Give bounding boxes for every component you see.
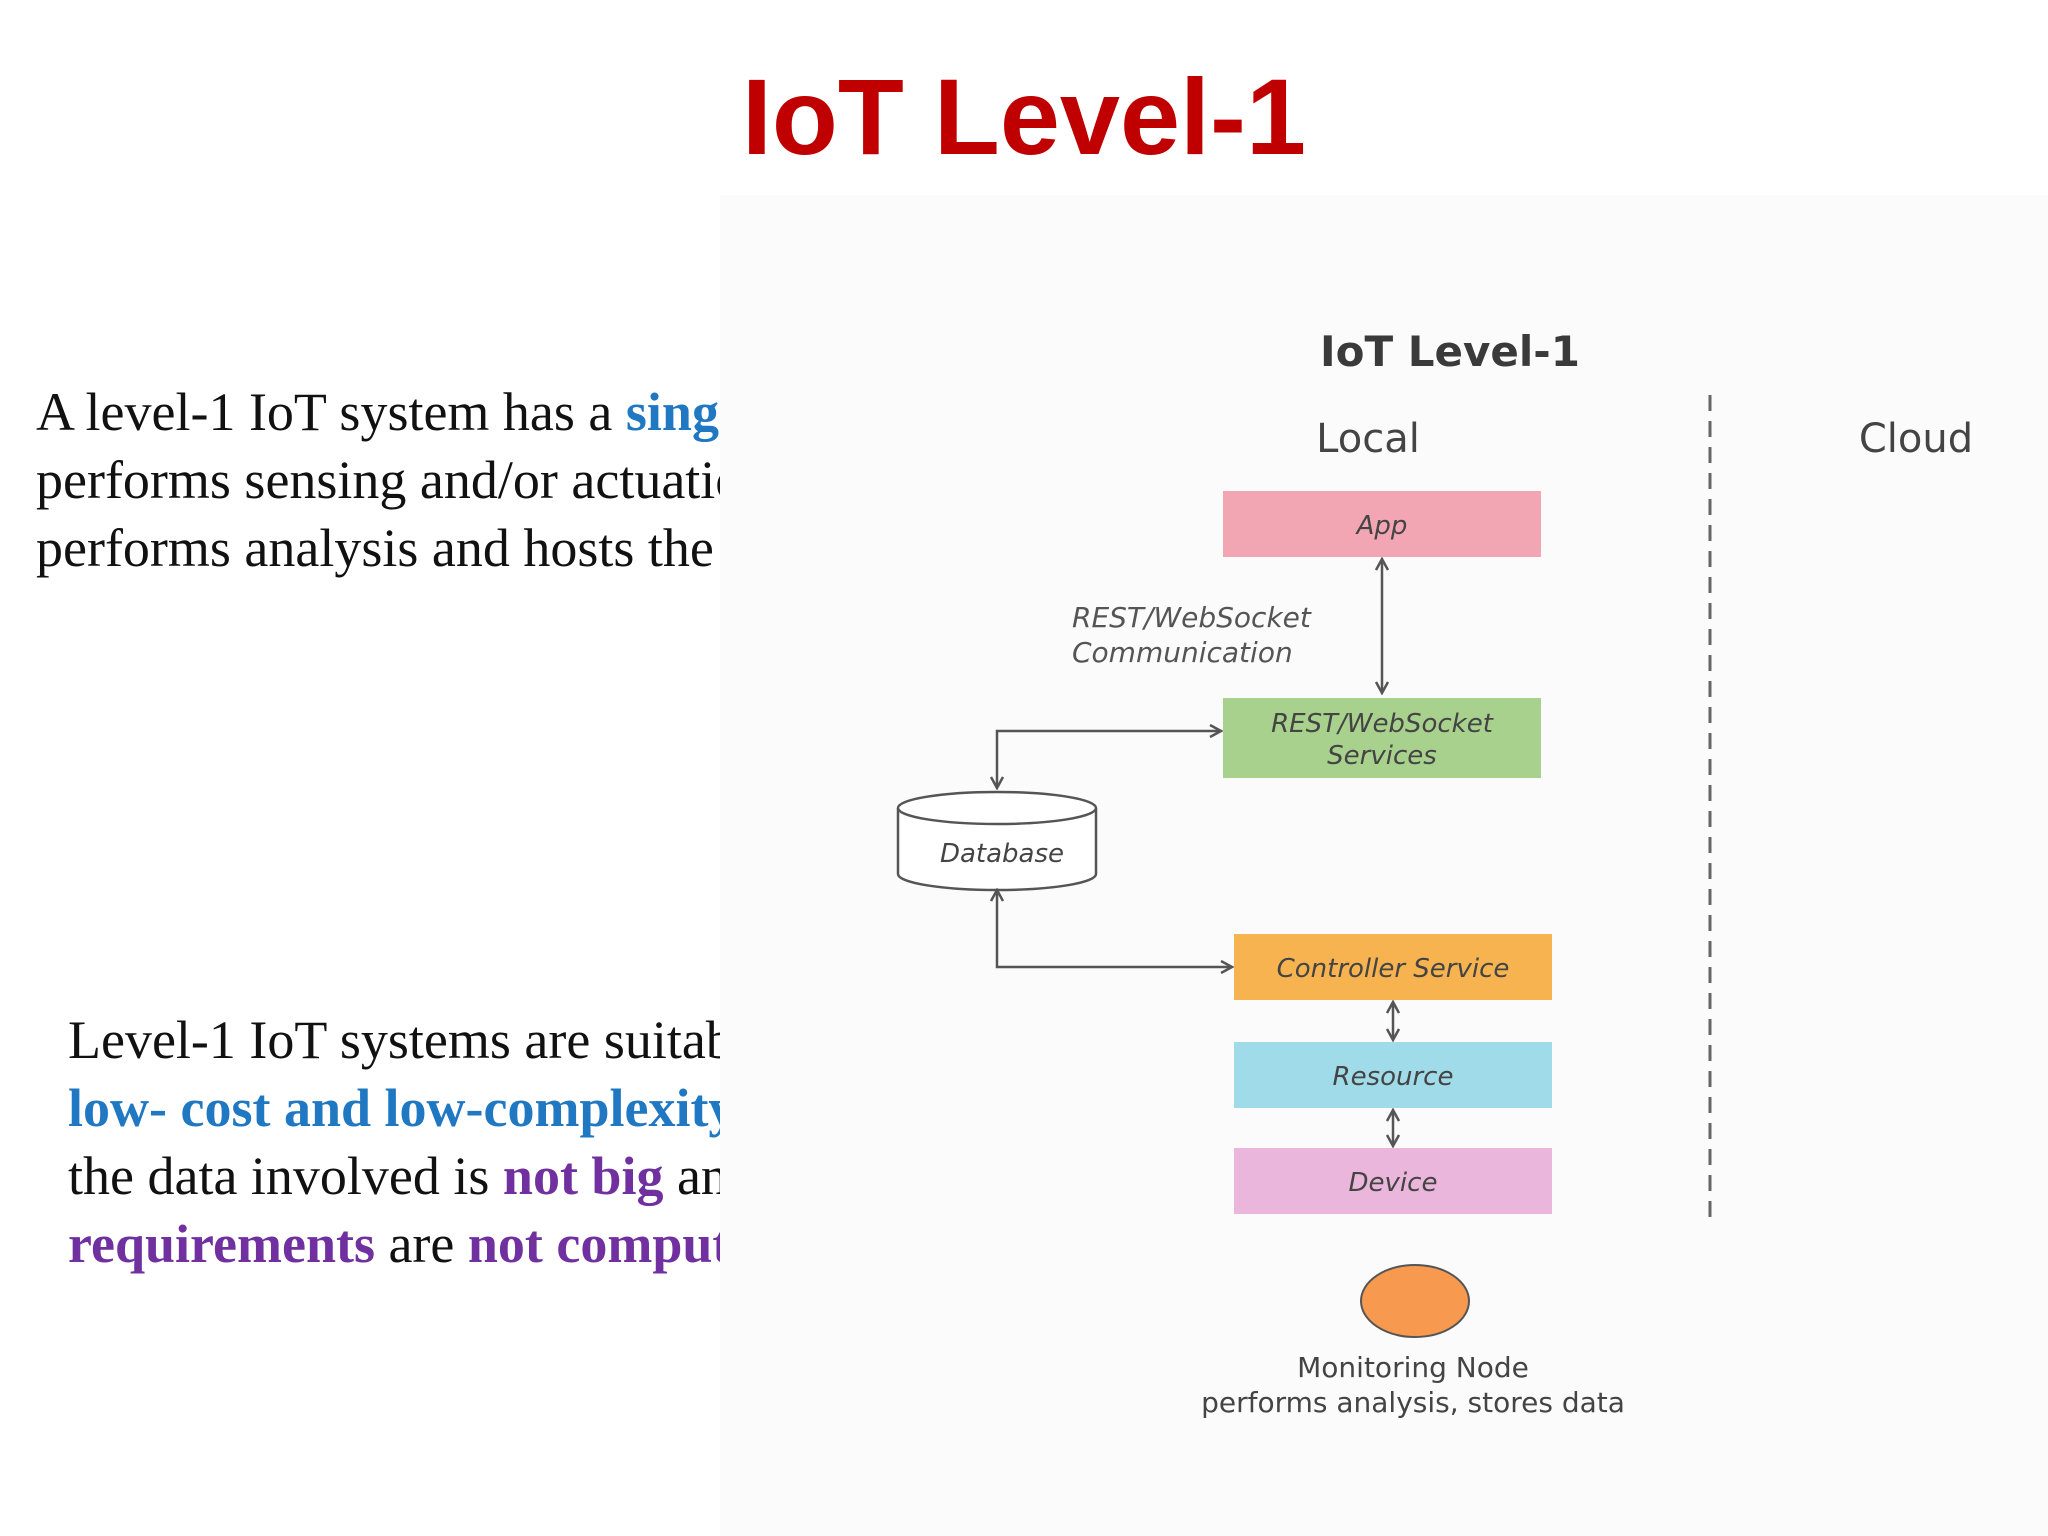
controller-service-box [1234,934,1552,1000]
database-cylinder [896,790,1098,892]
para2-highlight-not-big: not big [502,1146,664,1206]
app-box [1223,491,1541,557]
app-label: App [1355,511,1408,541]
monitoring-node-label: Monitoring Node [1297,1351,1529,1384]
monitoring-node-description: performs analysis, stores data [1201,1386,1625,1419]
para1-text-before: A level-1 IoT system has a [36,382,626,442]
services-label-line1: REST/WebSocket [1271,709,1494,739]
monitoring-node-circle [1360,1264,1470,1338]
resource-box [1234,1042,1552,1108]
diagram-title: IoT Level-1 [1320,327,1580,376]
page-title: IoT Level-1 [741,56,1307,177]
services-label-line2: Services [1327,741,1437,771]
services-box [1223,698,1541,778]
database-label: Database [940,839,1064,869]
cloud-zone-label: Cloud [1859,416,1973,462]
resource-label: Resource [1333,1062,1454,1092]
para2-highlight-cost: low- cost and low-complexity [68,1078,736,1138]
local-zone-label: Local [1316,416,1420,462]
device-box [1234,1148,1552,1214]
database-controller-arrow [997,890,1232,967]
controller-service-label: Controller Service [1277,954,1510,984]
comm-label-line2: Communication [1072,636,1293,669]
device-label: Device [1349,1168,1438,1198]
comm-label-line1: REST/WebSocket [1072,601,1312,634]
para2-text-4: are [374,1214,468,1274]
database-services-arrow [997,731,1221,788]
